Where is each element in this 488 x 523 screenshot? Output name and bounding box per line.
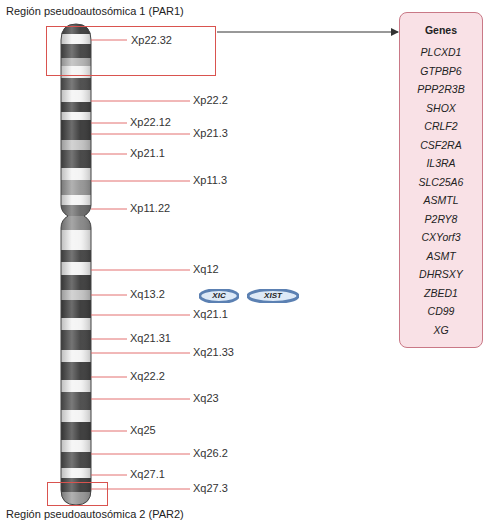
band-label: Xq23 xyxy=(193,392,219,405)
gene-name: SHOX xyxy=(408,99,474,118)
gene-name: DHRSXY xyxy=(408,265,474,284)
gene-name: PLCXD1 xyxy=(408,43,474,62)
band-label: Xq21.1 xyxy=(193,308,228,321)
band-label: Xq13.2 xyxy=(130,288,165,301)
gene-list-box: GenesPLCXD1GTPBP6PPP2R3BSHOXCRLF2CSF2RAI… xyxy=(399,12,483,348)
band-label: Xp11.3 xyxy=(193,174,227,187)
band-label: Xp22.32 xyxy=(131,34,172,47)
arrow-connector xyxy=(217,32,398,33)
gene-name: CSF2RA xyxy=(408,136,474,155)
gene-name: PPP2R3B xyxy=(408,80,474,99)
band-label: Xq22.2 xyxy=(130,370,165,383)
gene-name: IL3RA xyxy=(408,154,474,173)
locus-oval: XIC xyxy=(199,289,239,303)
band-label: Xq21.33 xyxy=(193,346,234,359)
gene-name: CXYorf3 xyxy=(408,228,474,247)
band-label: Xq27.1 xyxy=(130,468,165,481)
gene-name: ZBED1 xyxy=(408,284,474,303)
band-label: Xp11.22 xyxy=(130,202,170,215)
region-heading: Región pseudoautosómica 2 (PAR2) xyxy=(6,508,184,521)
locus-name: XIST xyxy=(264,291,282,301)
band-label: Xq25 xyxy=(130,424,156,437)
box-heading: Genes xyxy=(408,21,474,39)
region-box: Región pseudoautosómica 2 (PAR2) xyxy=(47,482,108,506)
band-label: Xp22.12 xyxy=(130,116,171,129)
band-label: Xp21.1 xyxy=(130,147,165,160)
gene-name: CRLF2 xyxy=(408,117,474,136)
oval-shape xyxy=(200,290,238,303)
region-box: Región pseudoautosómica 1 (PAR1)Xp22.32 xyxy=(46,26,216,76)
band-label: Xq21.31 xyxy=(130,332,171,345)
locus-name: XIC xyxy=(212,291,225,301)
gene-name: ASMTL xyxy=(408,191,474,210)
band-label: Xq27.3 xyxy=(193,482,228,495)
band-label: Xp21.3 xyxy=(193,127,228,140)
gene-name: XG xyxy=(408,321,474,340)
locus-oval: XIST xyxy=(247,289,299,303)
region-heading: Región pseudoautosómica 1 (PAR1) xyxy=(6,5,184,18)
oval-shape xyxy=(248,290,298,303)
band-label: Xp22.2 xyxy=(193,94,228,107)
gene-name: SLC25A6 xyxy=(408,173,474,192)
band-label: Xq26.2 xyxy=(193,447,228,460)
gene-name: P2RY8 xyxy=(408,210,474,229)
band-label: Xq12 xyxy=(193,263,219,276)
gene-name: ASMT xyxy=(408,247,474,266)
gene-name: CD99 xyxy=(408,302,474,321)
gene-name: GTPBP6 xyxy=(408,62,474,81)
